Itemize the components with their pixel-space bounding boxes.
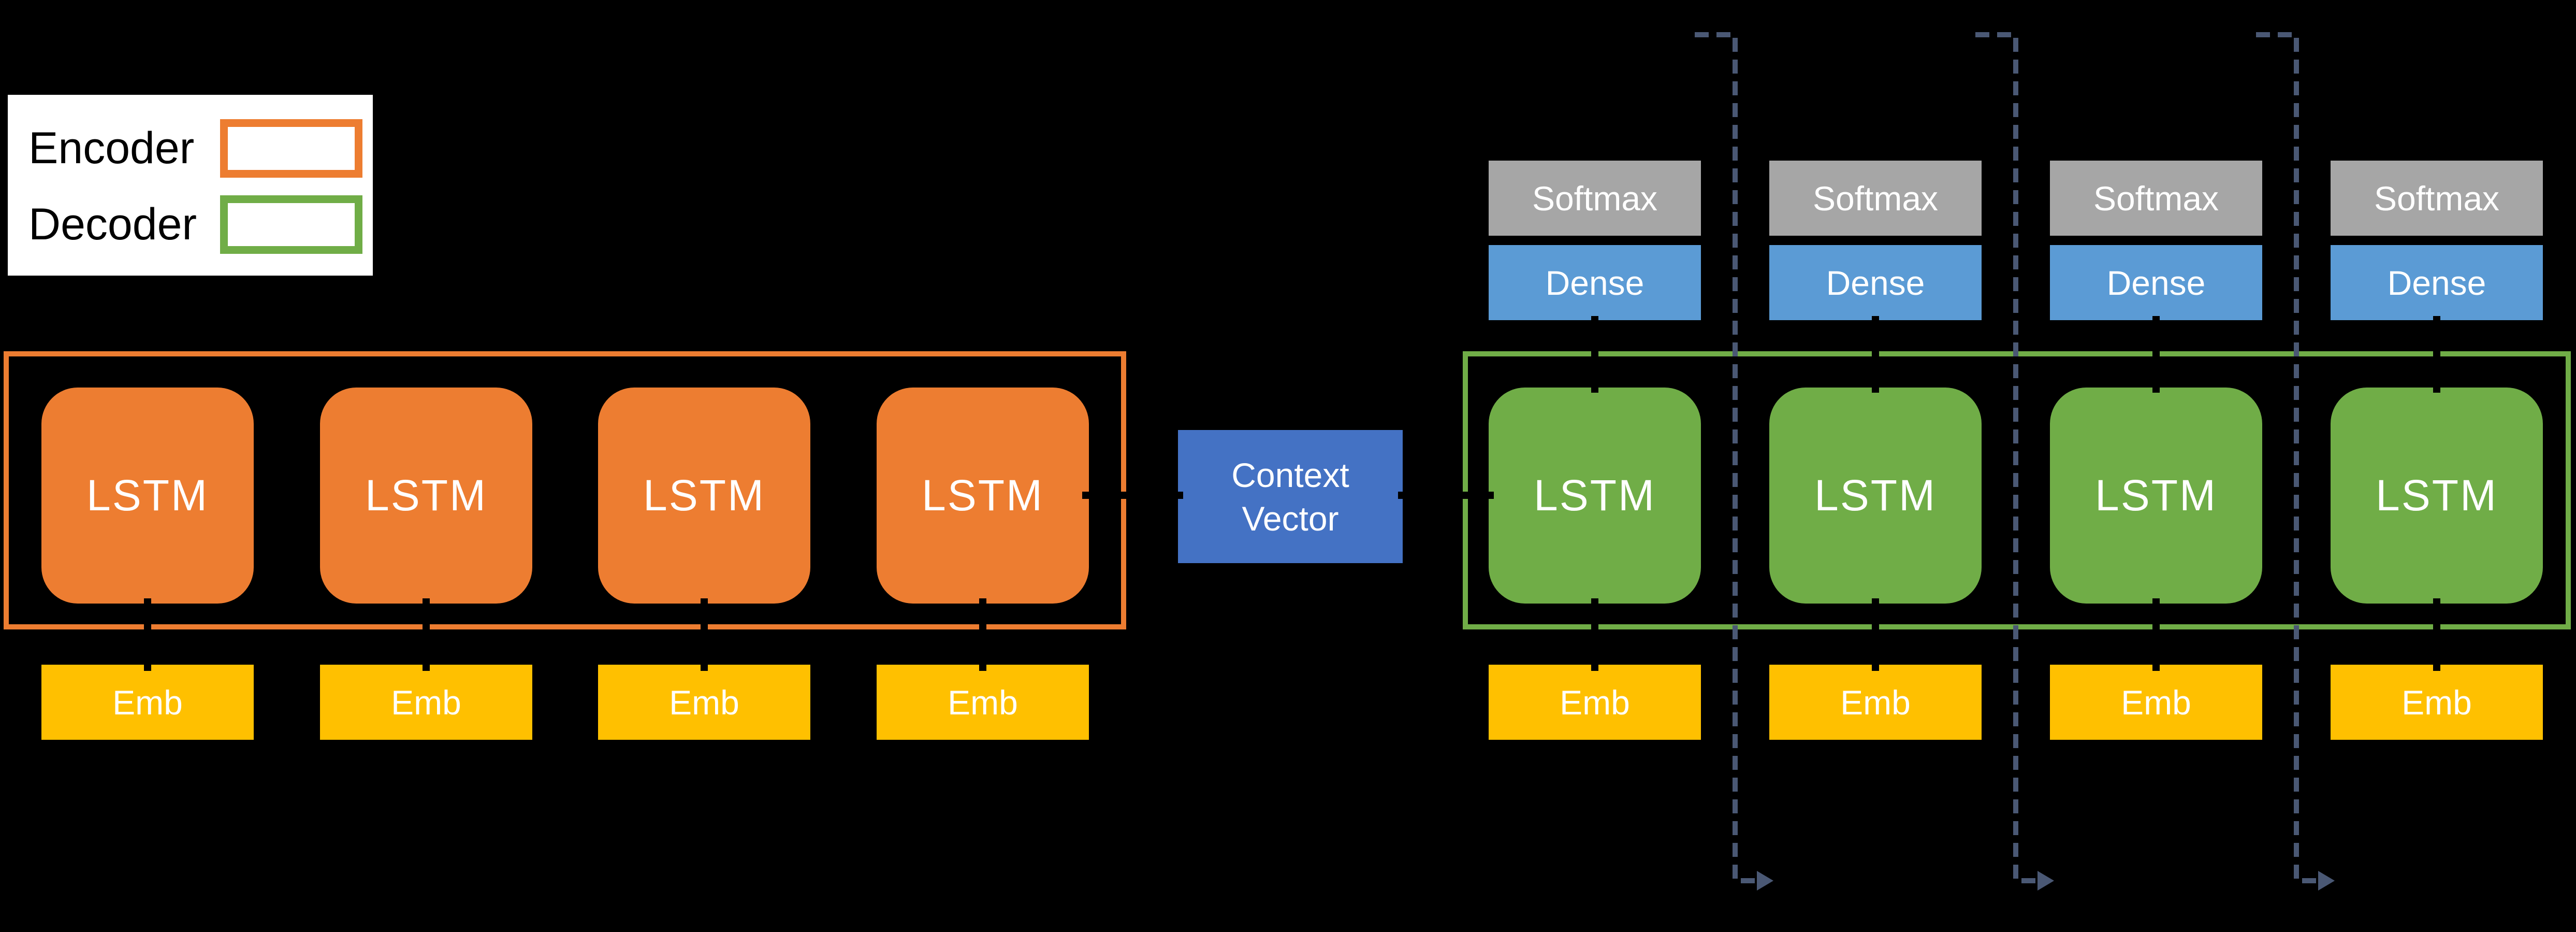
decoder-lstm-2-label: LSTM [1814,471,1937,520]
feedback-arrow-icon-3 [2318,871,2335,891]
decoder-softmax-2: Softmax [1769,161,1982,236]
decoder-softmax-1-label: Softmax [1532,179,1658,218]
encoder-lstm-2: LSTM [320,388,532,604]
context-vector-box: Context Vector [1178,430,1403,563]
context-vector-line2: Vector [1242,499,1339,538]
context-vector-line1: Context [1231,455,1349,494]
encoder-emb-connector-2 [423,598,430,671]
decoder-softmax-4-label: Softmax [2374,179,2500,218]
encoder-group-box [4,351,1126,629]
decoder-emb-1-label: Emb [1560,683,1630,722]
decoder-lstm-3: LSTM [2050,388,2262,604]
decoder-emb-3: Emb [2050,665,2262,740]
decoder-softmax-3: Softmax [2050,161,2262,236]
decoder-lstm-1-label: LSTM [1533,471,1656,520]
encoder-emb-3: Emb [598,665,810,740]
decoder-dense-4: Dense [2331,245,2543,320]
encoder-lstm-1: LSTM [41,388,254,604]
encoder-lstm-4-label: LSTM [921,471,1044,520]
encoder-emb-2-label: Emb [391,683,461,722]
encoder-emb-4-label: Emb [948,683,1018,722]
feedback-dashed-line-2 [1975,32,2037,883]
decoder-emb-2-label: Emb [1840,683,1911,722]
feedback-arrow-icon-1 [1757,871,1773,891]
decoder-emb-3-label: Emb [2121,683,2191,722]
decoder-dense-3-label: Dense [2106,263,2206,302]
encoder-emb-connector-3 [701,598,708,671]
decoder-dense-2: Dense [1769,245,1982,320]
decoder-dense-3: Dense [2050,245,2262,320]
legend-decoder-swatch [220,195,362,254]
decoder-lstm-4-label: LSTM [2375,471,2498,520]
decoder-softmax-1: Softmax [1489,161,1701,236]
decoder-softmax-2-label: Softmax [1812,179,1939,218]
decoder-emb-4-label: Emb [2402,683,2472,722]
encoder-emb-3-label: Emb [669,683,739,722]
encoder-lstm-3-label: LSTM [643,471,766,520]
encoder-emb-4: Emb [877,665,1089,740]
legend-encoder-swatch [220,119,362,178]
encoder-emb-1-label: Emb [112,683,183,722]
decoder-softmax-3-label: Softmax [2093,179,2219,218]
decoder-lstm-3-label: LSTM [2094,471,2218,520]
decoder-lstm-4: LSTM [2331,388,2543,604]
encoder-emb-connector-4 [979,598,986,671]
legend-decoder-label: Decoder [28,199,197,249]
encoder-emb-connector-1 [144,598,151,671]
encoder-lstm-2-label: LSTM [365,471,488,520]
decoder-emb-connector-4 [2433,598,2440,671]
decoder-emb-1: Emb [1489,665,1701,740]
decoder-lstm-1: LSTM [1489,388,1701,604]
feedback-dashed-line-1 [1695,32,1757,883]
decoder-emb-connector-2 [1872,598,1879,671]
decoder-dense-connector-1 [1591,316,1598,393]
decoder-emb-4: Emb [2331,665,2543,740]
feedback-dashed-line-3 [2256,32,2318,883]
legend: Encoder Decoder [8,95,373,276]
encoder-lstm-3: LSTM [598,388,810,604]
decoder-emb-connector-1 [1591,598,1598,671]
encoder-to-context-connector [1082,492,1183,499]
decoder-dense-1-label: Dense [1545,263,1644,302]
encoder-lstm-4: LSTM [877,388,1089,604]
legend-encoder-label: Encoder [28,123,195,173]
encoder-emb-2: Emb [320,665,532,740]
decoder-dense-connector-2 [1872,316,1879,393]
encoder-emb-1: Emb [41,665,254,740]
decoder-dense-2-label: Dense [1826,263,1925,302]
decoder-dense-connector-3 [2152,316,2160,393]
feedback-arrow-icon-2 [2037,871,2054,891]
decoder-dense-4-label: Dense [2387,263,2486,302]
decoder-softmax-4: Softmax [2331,161,2543,236]
decoder-emb-2: Emb [1769,665,1982,740]
decoder-dense-connector-4 [2433,316,2440,393]
decoder-emb-connector-3 [2152,598,2160,671]
context-to-decoder-connector [1398,492,1494,499]
decoder-lstm-2: LSTM [1769,388,1982,604]
decoder-dense-1: Dense [1489,245,1701,320]
encoder-lstm-1-label: LSTM [86,471,209,520]
